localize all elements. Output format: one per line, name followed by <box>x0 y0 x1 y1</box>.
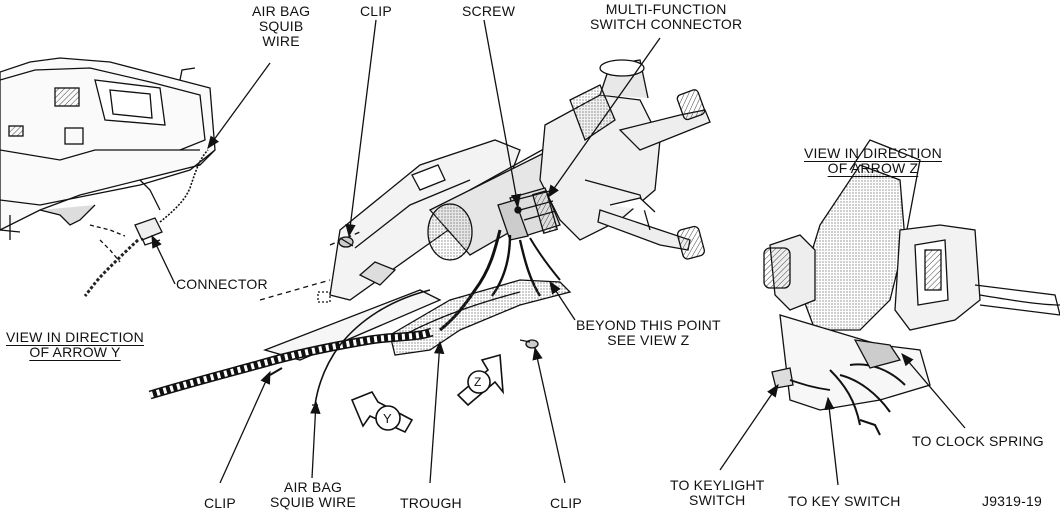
dash-panel-drawing <box>0 57 216 297</box>
clip-bottom-left-label: CLIP <box>204 495 236 511</box>
view-arrow-z-title: VIEW IN DIRECTION OF ARROW Z <box>804 145 942 176</box>
screw-label: SCREW <box>462 3 516 19</box>
arrow-y-letter: Y <box>383 411 392 426</box>
multi-function-switch-connector-label: MULTI-FUNCTION SWITCH CONNECTOR <box>590 1 743 32</box>
to-keylight-switch-label: TO KEYLIGHT SWITCH <box>670 477 765 508</box>
clip-bottom-right-label: CLIP <box>550 495 582 511</box>
air-bag-squib-wire-top-label: AIR BAG SQUIB WIRE <box>252 3 311 49</box>
arrow-z-letter: Z <box>474 375 482 389</box>
arrow-z-symbol <box>456 353 505 407</box>
air-bag-squib-wire-bottom-label: AIR BAG SQUIB WIRE <box>270 479 357 510</box>
connector-label: CONNECTOR <box>176 276 268 292</box>
to-key-switch-label: TO KEY SWITCH <box>788 493 901 509</box>
arrow-y-symbol <box>350 391 414 434</box>
steering-column-drawing <box>148 59 711 406</box>
to-clock-spring-label: TO CLOCK SPRING <box>912 433 1044 449</box>
view-z-drawing <box>763 139 1060 436</box>
clip-top-label: CLIP <box>360 3 392 19</box>
leader-lines <box>151 19 966 486</box>
view-arrow-y-title: VIEW IN DIRECTION OF ARROW Y <box>6 329 144 360</box>
beyond-this-point-label: BEYOND THIS POINT SEE VIEW Z <box>576 317 721 348</box>
trough-label: TROUGH <box>400 495 462 511</box>
figure-id-label: J9319-19 <box>982 493 1042 509</box>
